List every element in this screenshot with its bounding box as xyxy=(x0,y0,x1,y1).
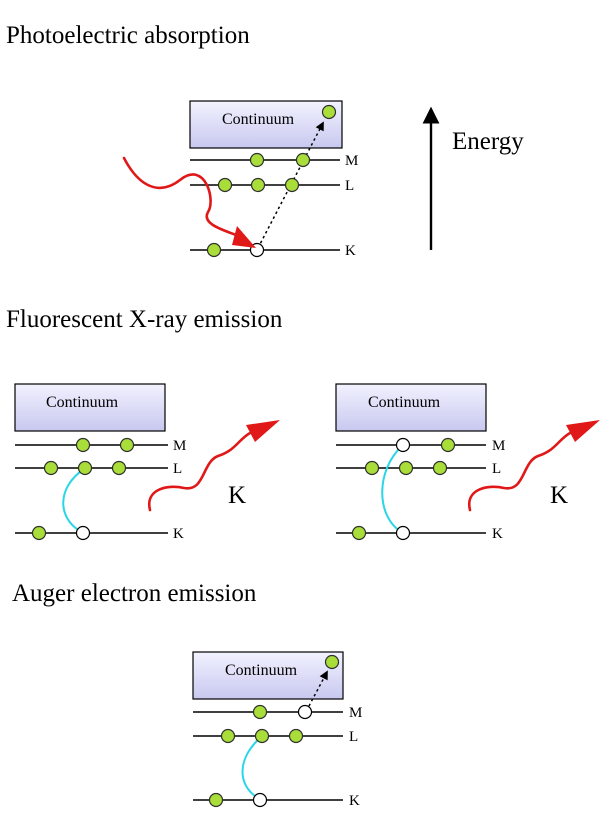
electron-l3 xyxy=(284,177,300,193)
transition-curve xyxy=(381,445,403,532)
level-k-label: K xyxy=(349,793,360,809)
fluorescent-right-panel: Continuum M L K K xyxy=(335,383,600,542)
continuum-box xyxy=(335,383,487,432)
continuum-label: Continuum xyxy=(225,662,298,679)
emitted-xray-arrowhead xyxy=(566,420,600,442)
transition-curve xyxy=(241,737,261,799)
emitted-xray-arrowhead xyxy=(246,420,280,442)
electron-m1 xyxy=(75,437,91,453)
auger-ejection-arrow xyxy=(308,670,328,707)
electron-k1 xyxy=(31,525,47,541)
electron-l1 xyxy=(217,177,233,193)
k-filled-vacancy xyxy=(75,525,91,541)
level-k-label: K xyxy=(345,243,356,259)
level-m-label: M xyxy=(349,705,362,721)
k-filled-vacancy xyxy=(252,792,268,808)
electron-k1 xyxy=(208,792,224,808)
electron-k1 xyxy=(351,525,367,541)
auger-section: Auger electron emission Continuum M L K xyxy=(12,580,362,809)
electron-l1 xyxy=(43,460,59,476)
incoming-photon-wave xyxy=(122,156,245,240)
electron-l2 xyxy=(250,177,266,193)
incoming-photon-arrowhead xyxy=(232,226,256,248)
electron-l1 xyxy=(220,728,236,744)
electron-l2 xyxy=(77,460,93,476)
continuum-box xyxy=(14,383,166,432)
energy-label: Energy xyxy=(452,128,524,155)
electron-m2 xyxy=(440,437,456,453)
photoelectric-title: Photoelectric absorption xyxy=(6,22,250,49)
electron-l1 xyxy=(364,460,380,476)
photon-label: K xyxy=(550,482,568,509)
fluorescent-title: Fluorescent X-ray emission xyxy=(6,306,283,333)
k-filled-vacancy xyxy=(395,525,411,541)
m-vacancy xyxy=(395,437,411,453)
m-vacancy xyxy=(297,704,313,720)
electron-l2 xyxy=(254,728,270,744)
electron-l2 xyxy=(398,460,414,476)
continuum-label: Continuum xyxy=(222,111,295,128)
auger-title: Auger electron emission xyxy=(12,580,257,607)
electron-l3 xyxy=(111,460,127,476)
continuum-box xyxy=(192,651,344,700)
photon-label: K xyxy=(228,482,246,509)
photoelectric-section: Photoelectric absorption Continuum M L K… xyxy=(6,22,524,259)
electron-m2 xyxy=(295,152,311,168)
continuum-label: Continuum xyxy=(368,394,441,411)
electron-l3 xyxy=(432,460,448,476)
emitted-xray-wave xyxy=(467,431,572,512)
level-k-label: K xyxy=(173,526,184,542)
electron-l3 xyxy=(288,728,304,744)
level-l-label: L xyxy=(492,461,501,477)
fluorescent-section: Fluorescent X-ray emission Continuum M L… xyxy=(6,306,600,542)
level-k-label: K xyxy=(492,526,503,542)
electron-m1 xyxy=(249,152,265,168)
level-l-label: L xyxy=(345,178,354,194)
ejected-electron xyxy=(321,104,337,120)
level-m-label: M xyxy=(492,438,505,454)
level-l-label: L xyxy=(349,729,358,745)
fluorescent-left-panel: Continuum M L K K xyxy=(14,383,280,542)
electron-m1 xyxy=(252,704,268,720)
transition-curve xyxy=(62,468,85,532)
emitted-xray-wave xyxy=(147,431,252,512)
electron-m2 xyxy=(119,437,135,453)
ejection-arrow xyxy=(257,121,324,249)
level-m-label: M xyxy=(173,438,186,454)
ejected-auger-electron xyxy=(324,654,340,670)
level-l-label: L xyxy=(173,461,182,477)
electron-k1 xyxy=(206,242,222,258)
level-m-label: M xyxy=(345,153,358,169)
continuum-label: Continuum xyxy=(46,394,119,411)
